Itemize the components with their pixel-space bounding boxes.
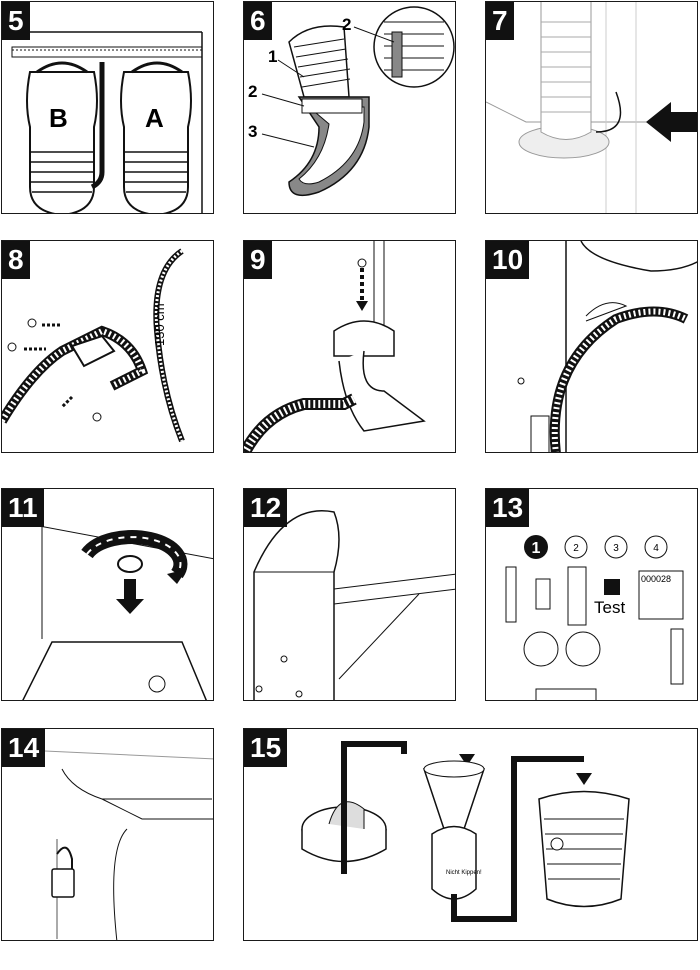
knob-1[interactable] <box>524 535 548 559</box>
bag-label: Nicht Kippen! <box>446 870 482 876</box>
step-number: 15 <box>244 729 288 767</box>
knob-2-label: 2 <box>573 543 579 554</box>
label-2: 2 <box>248 82 257 101</box>
step-14-panel: 14 <box>1 728 214 941</box>
step-6-panel: 6 1 2 3 2 <box>243 1 456 214</box>
frame-illustration <box>253 510 455 700</box>
hung-hose-illustration <box>517 241 697 452</box>
control-board-illustration: 1 2 3 4 Test 000028 <box>505 535 684 700</box>
canister-a-label: A <box>145 103 164 133</box>
label-1: 1 <box>268 47 277 66</box>
step-12-panel: 12 <box>243 488 456 701</box>
knob-4[interactable] <box>644 535 668 559</box>
knob-3-label: 3 <box>613 543 619 554</box>
hose-holder-screws-illustration: 130 cm <box>2 248 185 443</box>
step-number: 10 <box>486 241 530 279</box>
hook-mounting-illustration <box>244 241 426 452</box>
step-number: 14 <box>2 729 46 767</box>
step-5-panel: 5 B A <box>1 1 214 214</box>
test-label: Test <box>594 598 625 617</box>
step-number: 13 <box>486 489 530 527</box>
counter-display: 000028 <box>641 574 671 584</box>
step-13-panel: 13 1 2 3 4 Test 000028 <box>485 488 698 701</box>
filter-change-illustration: Nicht Kippen! <box>301 741 630 922</box>
step-number: 12 <box>244 489 288 527</box>
step-7-panel: 7 <box>485 1 698 214</box>
length-label: 130 cm <box>152 303 167 346</box>
step-number: 6 <box>244 2 272 40</box>
step-number: 7 <box>486 2 514 40</box>
step-number: 9 <box>244 241 272 279</box>
label-2-detail: 2 <box>342 15 351 34</box>
hose-adapter-illustration: 1 2 3 2 <box>248 6 455 197</box>
knob-rotation-illustration <box>2 489 213 700</box>
step-number: 5 <box>2 2 30 40</box>
step-15-panel: 15 Nicht Kippen! <box>243 728 698 941</box>
knob-1-label: 1 <box>532 540 541 557</box>
knob-3[interactable] <box>604 535 628 559</box>
canister-b-label: B <box>49 103 68 133</box>
step-11-panel: 11 <box>1 488 214 701</box>
step-number: 8 <box>2 241 30 279</box>
knob-4-label: 4 <box>653 543 659 554</box>
step-number: 11 <box>2 489 44 527</box>
step-10-panel: 10 <box>485 240 698 453</box>
knob-2[interactable] <box>564 535 588 559</box>
step-9-panel: 9 <box>243 240 456 453</box>
step-8-panel: 8 130 cm <box>1 240 214 453</box>
label-3: 3 <box>248 122 257 141</box>
test-button[interactable] <box>604 579 620 595</box>
hose-insertion-illustration <box>486 2 697 213</box>
canister-illustration: B A <box>2 31 203 213</box>
